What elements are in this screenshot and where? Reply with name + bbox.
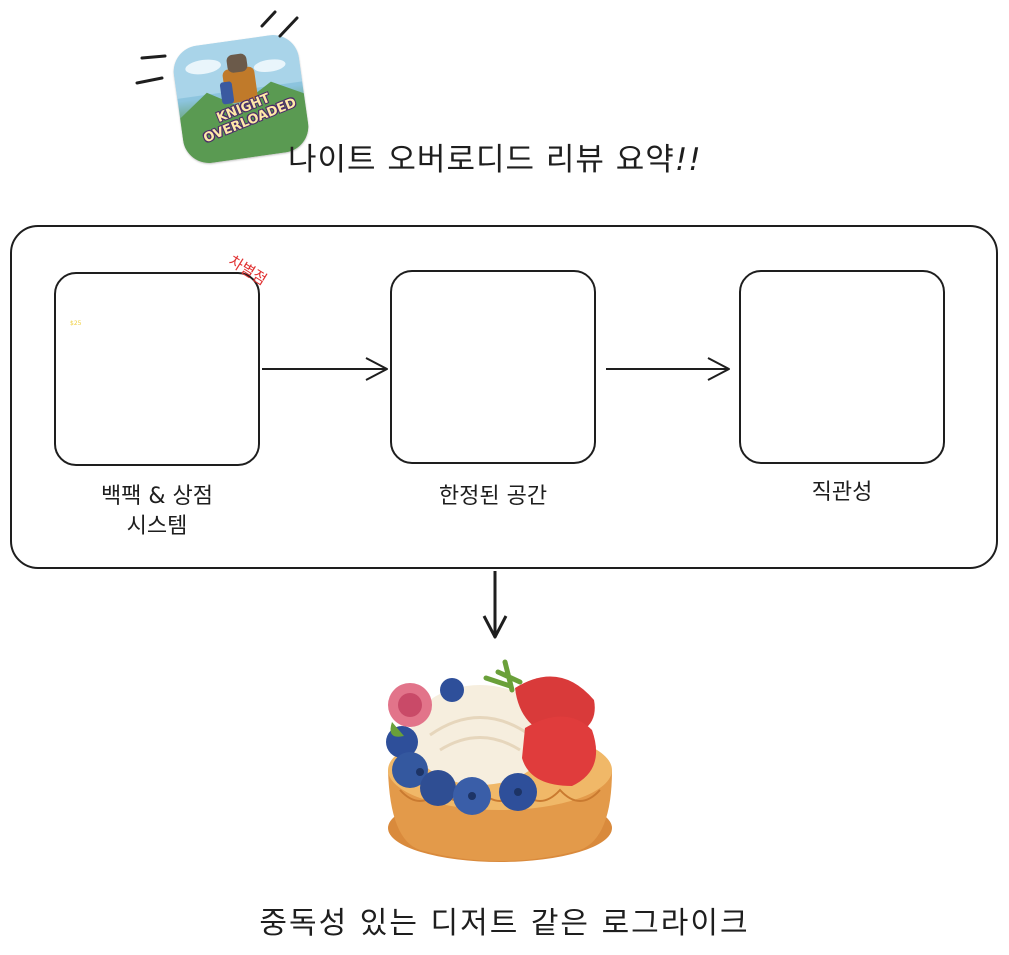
arrow-card2-card3 [606,357,730,381]
features-container [10,225,998,569]
arrow-card1-card2 [262,357,388,381]
field-wave-text: 3 WAVE : 13 [476,321,507,327]
app-icon-art [170,31,312,167]
card-label-intuitive: 직관성 [811,480,873,505]
card-intuitive [739,270,945,464]
emphasis-stroke [140,54,167,60]
app-icon: KNIGHT OVERLOADED [170,31,312,167]
card-label-backpack-shop: 백팩 & 상점 시스템 [100,484,214,539]
page-title: 나이트 오버로디드 리뷰 요약!! [288,142,702,178]
emphasis-stroke [260,10,277,28]
card-backpack-shop [54,272,260,466]
fruit-tart-image [386,659,612,862]
emphasis-stroke [135,76,164,85]
result-caption: 중독성 있는 디저트 같은 로그라이크 [259,906,750,941]
shop-money-text: $25 [70,320,82,327]
emphasis-stroke [278,16,299,38]
card-label-limited-space: 한정된 공간 [438,484,548,509]
card-limited-space [390,270,596,464]
arrow-down [482,571,508,639]
